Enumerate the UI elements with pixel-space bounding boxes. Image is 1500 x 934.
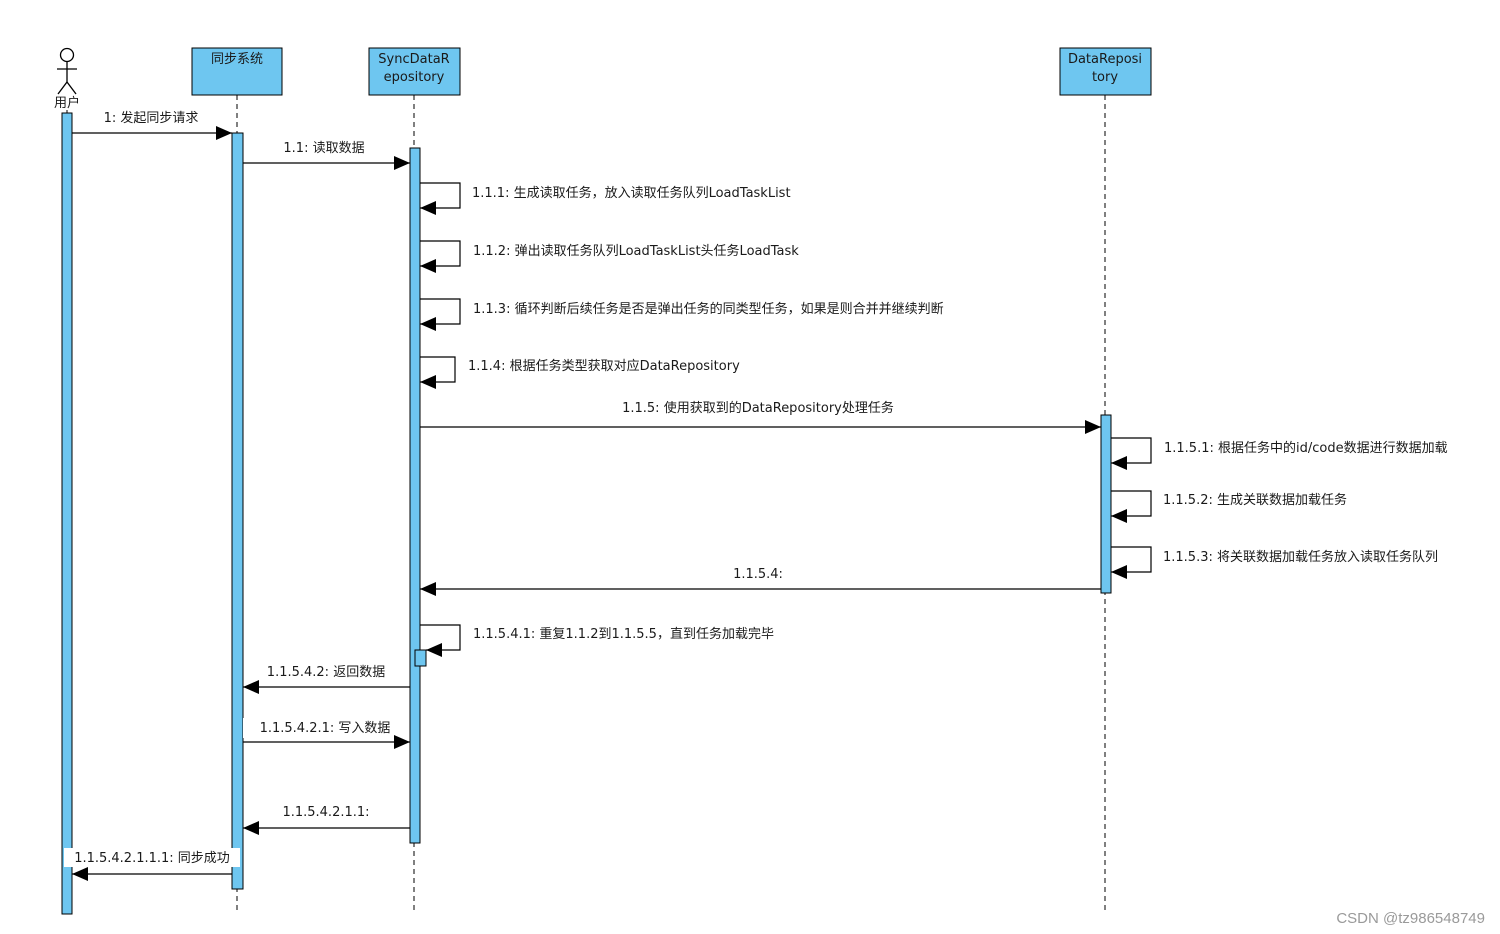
message-1-1-5-4-2-1-1-1-label: 1.1.5.4.2.1.1.1: 同步成功 bbox=[74, 851, 230, 866]
message-1-label: 1: 发起同步请求 bbox=[104, 110, 199, 126]
activation-repo-nested bbox=[414, 649, 427, 667]
activation-data bbox=[1100, 414, 1112, 594]
participant-repo-label-line1: SyncDataR bbox=[378, 52, 449, 67]
message-1-1-5-4-2-1-1-1: 1.1.5.4.2.1.1.1: 同步成功 bbox=[64, 848, 240, 881]
message-1-1-5-4-2-1-1-label: 1.1.5.4.2.1.1: bbox=[282, 805, 369, 820]
participant-repo: SyncDataR epository bbox=[368, 47, 461, 96]
activation-sync bbox=[231, 132, 244, 890]
message-1-1-5-4-2: 1.1.5.4.2: 返回数据 bbox=[243, 665, 410, 694]
message-1-1-5-2: 1.1.5.2: 生成关联数据加载任务 bbox=[1111, 490, 1347, 523]
watermark-text: CSDN @tz986548749 bbox=[1336, 910, 1485, 927]
participant-data: DataReposi tory bbox=[1059, 47, 1152, 96]
participant-sync: 同步系统 bbox=[191, 47, 283, 96]
activation-user bbox=[61, 112, 73, 915]
message-1-1-1: 1.1.1: 生成读取任务，放入读取任务队列LoadTaskList bbox=[420, 182, 791, 215]
message-1: 1: 发起同步请求 bbox=[72, 110, 232, 140]
message-1-1-5-1: 1.1.5.1: 根据任务中的id/code数据进行数据加载 bbox=[1111, 437, 1448, 470]
message-1-1-5-4-1: 1.1.5.4.1: 重复1.1.2到1.1.5.5，直到任务加载完毕 bbox=[420, 624, 774, 657]
message-1-1-5-label: 1.1.5: 使用获取到的DataRepository处理任务 bbox=[622, 400, 894, 416]
actor-label: 用户 bbox=[54, 95, 80, 111]
message-1-1: 1.1: 读取数据 bbox=[243, 141, 410, 170]
message-1-1-5-4: 1.1.5.4: bbox=[420, 567, 1101, 596]
message-1-1-3: 1.1.3: 循环判断后续任务是否是弹出任务的同类型任务，如果是则合并并继续判断 bbox=[420, 298, 944, 331]
participant-repo-label-line2: epository bbox=[384, 70, 445, 85]
message-1-1-5: 1.1.5: 使用获取到的DataRepository处理任务 bbox=[420, 400, 1101, 434]
message-1-1-5-2-label: 1.1.5.2: 生成关联数据加载任务 bbox=[1163, 492, 1347, 508]
message-1-1-1-label: 1.1.1: 生成读取任务，放入读取任务队列LoadTaskList bbox=[472, 185, 791, 201]
message-1-1-5-4-label: 1.1.5.4: bbox=[733, 567, 783, 582]
activation-repo bbox=[409, 147, 421, 844]
message-1-1-5-4-2-1: 1.1.5.4.2.1: 写入数据 bbox=[243, 718, 410, 749]
message-1-1-4-label: 1.1.4: 根据任务类型获取对应DataRepository bbox=[468, 358, 740, 374]
message-1-1-3-label: 1.1.3: 循环判断后续任务是否是弹出任务的同类型任务，如果是则合并并继续判断 bbox=[473, 301, 944, 317]
message-1-1-2: 1.1.2: 弹出读取任务队列LoadTaskList头任务LoadTask bbox=[420, 240, 799, 273]
message-1-1-5-3-label: 1.1.5.3: 将关联数据加载任务放入读取任务队列 bbox=[1163, 549, 1438, 565]
message-1-1-5-3: 1.1.5.3: 将关联数据加载任务放入读取任务队列 bbox=[1111, 546, 1438, 579]
message-1-1-5-1-label: 1.1.5.1: 根据任务中的id/code数据进行数据加载 bbox=[1164, 440, 1448, 456]
message-1-1-5-4-2-1-1: 1.1.5.4.2.1.1: bbox=[243, 805, 410, 835]
message-1-1-2-label: 1.1.2: 弹出读取任务队列LoadTaskList头任务LoadTask bbox=[473, 243, 799, 259]
message-1-1-5-4-1-label: 1.1.5.4.1: 重复1.1.2到1.1.5.5，直到任务加载完毕 bbox=[473, 626, 774, 642]
message-1-1-4: 1.1.4: 根据任务类型获取对应DataRepository bbox=[420, 356, 740, 389]
message-1-1-5-4-2-label: 1.1.5.4.2: 返回数据 bbox=[267, 665, 385, 680]
message-1-1-5-4-2-1-label: 1.1.5.4.2.1: 写入数据 bbox=[260, 721, 391, 736]
participant-sync-label: 同步系统 bbox=[211, 52, 263, 67]
participant-data-label-line2: tory bbox=[1092, 70, 1118, 85]
participant-data-label-line1: DataReposi bbox=[1068, 52, 1142, 67]
actor-user: 用户 bbox=[54, 47, 80, 111]
message-1-1-label: 1.1: 读取数据 bbox=[283, 141, 364, 156]
